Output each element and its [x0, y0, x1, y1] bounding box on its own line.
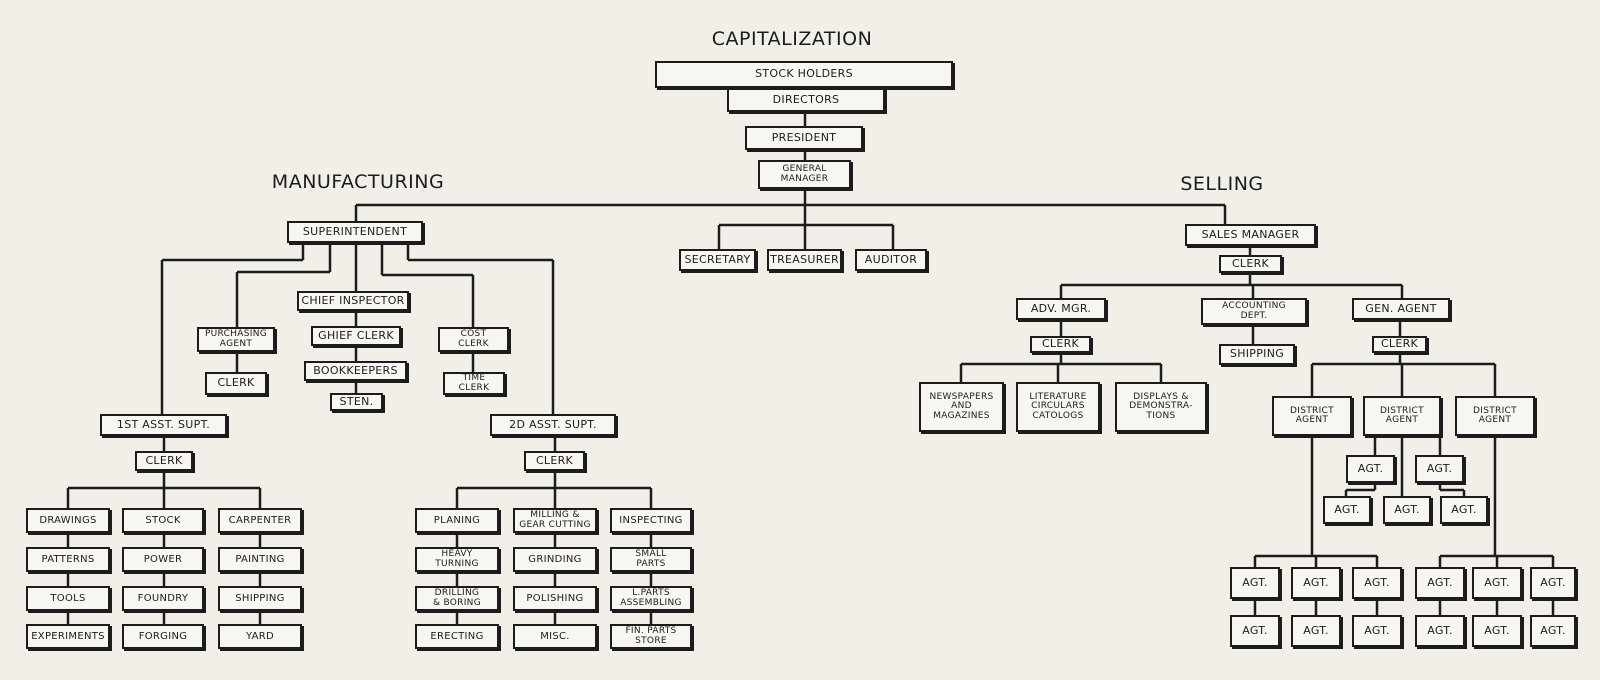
- dept-l-parts-assembling: L.PARTS ASSEMBLING: [610, 586, 692, 611]
- dept-power: POWER: [122, 547, 204, 572]
- box-auditor: AUDITOR: [855, 249, 927, 271]
- dept-drilling-boring: DRILLING & BORING: [415, 586, 499, 611]
- box-adv-clerk: CLERK: [1030, 336, 1091, 353]
- agent-box: AGT.: [1530, 567, 1576, 599]
- agent-box: AGT.: [1291, 567, 1341, 599]
- box-adv-mgr: ADV. MGR.: [1016, 298, 1106, 320]
- box-treasurer: TREASURER: [767, 249, 842, 271]
- box-district-agent-3: DISTRICT AGENT: [1455, 396, 1535, 436]
- agent-box: AGT.: [1472, 615, 1522, 647]
- dept-milling: MILLING & GEAR CUTTING: [513, 508, 597, 533]
- box-sales-manager: SALES MANAGER: [1185, 224, 1316, 246]
- dept-shipping: SHIPPING: [218, 586, 302, 611]
- box-newspapers: NEWSPAPERS AND MAGAZINES: [919, 382, 1004, 432]
- agent-box: AGT.: [1415, 567, 1465, 599]
- dept-yard: YARD: [218, 624, 302, 649]
- agent-box: AGT.: [1415, 615, 1465, 647]
- dept-stock: STOCK: [122, 508, 204, 533]
- heading-manufacturing: MANUFACTURING: [271, 171, 445, 193]
- agent-box: AGT.: [1230, 567, 1280, 599]
- dept-foundry: FOUNDRY: [122, 586, 204, 611]
- box-general-manager: GENERAL MANAGER: [758, 160, 851, 189]
- box-district-agent-1: DISTRICT AGENT: [1272, 396, 1352, 436]
- dept-planing: PLANING: [415, 508, 499, 533]
- agent-box: AGT.: [1383, 496, 1431, 524]
- dept-small-parts: SMALL PARTS: [610, 547, 692, 572]
- agent-box: AGT.: [1440, 496, 1488, 524]
- box-directors: DIRECTORS: [727, 88, 885, 112]
- agent-box: AGT.: [1323, 496, 1371, 524]
- agent-box: AGT.: [1352, 567, 1402, 599]
- box-secretary: SECRETARY: [679, 249, 756, 271]
- dept-carpenter: CARPENTER: [218, 508, 302, 533]
- box-district-agent-2: DISTRICT AGENT: [1363, 396, 1441, 436]
- box-stock-holders: STOCK HOLDERS: [655, 61, 953, 88]
- agent-box: AGT.: [1530, 615, 1576, 647]
- box-literature: LITERATURE CIRCULARS CATOLOGS: [1016, 382, 1100, 432]
- box-president: PRESIDENT: [745, 126, 863, 150]
- box-bookkeepers: BOOKKEEPERS: [304, 361, 407, 381]
- agent-box: AGT.: [1415, 455, 1464, 483]
- dept-experiments: EXPERIMENTS: [26, 624, 110, 649]
- box-purchasing-clerk: CLERK: [205, 372, 267, 395]
- box-displays: DISPLAYS & DEMONSTRA- TIONS: [1115, 382, 1207, 432]
- box-accounting-dept: ACCOUNTING DEPT.: [1201, 298, 1307, 325]
- agent-box: AGT.: [1291, 615, 1341, 647]
- dept-fin-parts-store: FIN. PARTS STORE: [610, 624, 692, 649]
- dept-heavy-turning: HEAVY TURNING: [415, 547, 499, 572]
- box-first-asst-clerk: CLERK: [135, 451, 193, 471]
- box-gen-agent: GEN. AGENT: [1352, 298, 1450, 320]
- box-gen-clerk: CLERK: [1372, 336, 1427, 353]
- box-first-asst-supt: 1ST ASST. SUPT.: [100, 414, 227, 436]
- agent-box: AGT.: [1230, 615, 1280, 647]
- box-second-asst-supt: 2D ASST. SUPT.: [490, 414, 616, 436]
- box-cost-clerk: COST CLERK: [438, 327, 509, 352]
- dept-patterns: PATTERNS: [26, 547, 110, 572]
- dept-erecting: ERECTING: [415, 624, 499, 649]
- box-second-asst-clerk: CLERK: [524, 451, 585, 471]
- box-time-clerk: TIME CLERK: [443, 372, 505, 395]
- dept-misc: MISC.: [513, 624, 597, 649]
- box-purchasing-agent: PURCHASING AGENT: [197, 327, 275, 352]
- heading-selling: SELLING: [1180, 173, 1264, 195]
- box-selling-shipping: SHIPPING: [1219, 344, 1295, 365]
- dept-inspecting: INSPECTING: [610, 508, 692, 533]
- box-sten: STEN.: [330, 393, 383, 411]
- dept-polishing: POLISHING: [513, 586, 597, 611]
- box-sales-clerk: CLERK: [1219, 255, 1282, 273]
- box-superintendent: SUPERINTENDENT: [287, 221, 423, 243]
- box-chief-clerk: GHIEF CLERK: [311, 326, 401, 346]
- agent-box: AGT.: [1472, 567, 1522, 599]
- heading-capitalization: CAPITALIZATION: [711, 28, 873, 50]
- dept-grinding: GRINDING: [513, 547, 597, 572]
- dept-forging: FORGING: [122, 624, 204, 649]
- dept-drawings: DRAWINGS: [26, 508, 110, 533]
- dept-painting: PAINTING: [218, 547, 302, 572]
- agent-box: AGT.: [1352, 615, 1402, 647]
- dept-tools: TOOLS: [26, 586, 110, 611]
- box-chief-inspector: CHIEF INSPECTOR: [297, 291, 409, 311]
- agent-box: AGT.: [1346, 455, 1395, 483]
